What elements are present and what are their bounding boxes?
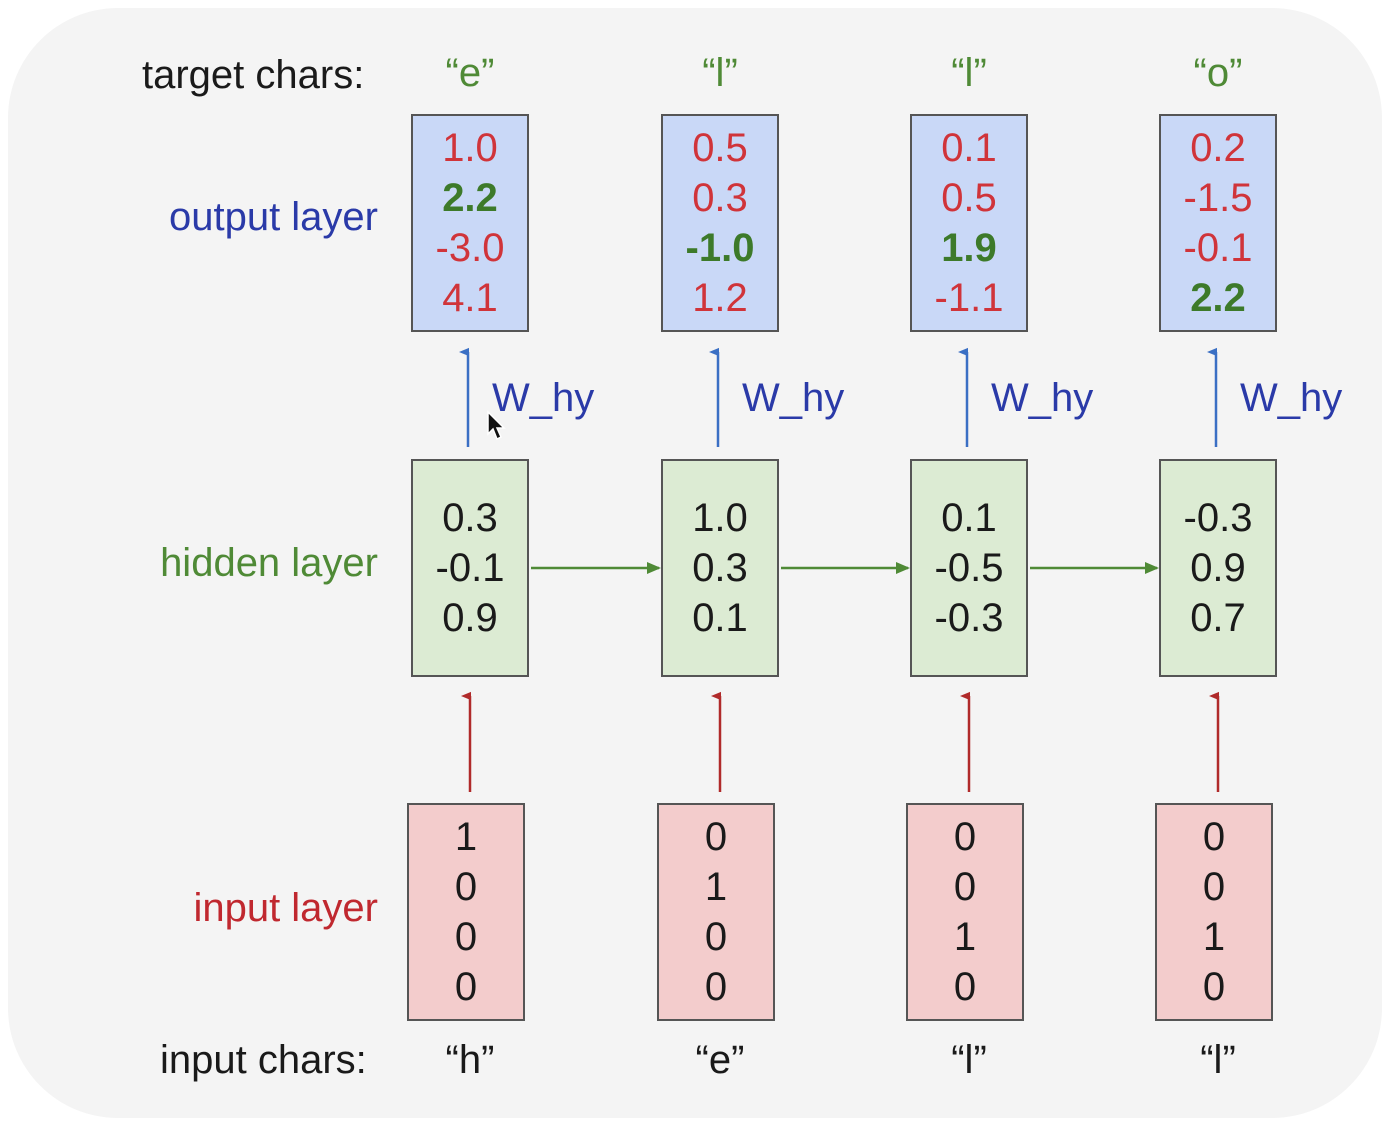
input-value: 0 <box>704 915 728 959</box>
input-value: 0 <box>454 965 478 1009</box>
input-value: 0 <box>704 965 728 1009</box>
weight-label-why: W_hy <box>492 376 595 420</box>
output-value: -0.1 <box>1183 226 1253 270</box>
hidden-value: -0.1 <box>435 546 505 590</box>
hidden-value: -0.3 <box>934 596 1004 640</box>
output-value: 1.9 <box>941 226 997 270</box>
hidden-vector: 0.3 -0.1 0.9 <box>411 459 529 677</box>
input-char: “h” <box>445 1038 495 1082</box>
input-value: 0 <box>704 815 728 859</box>
hidden-value: 0.7 <box>1190 596 1246 640</box>
output-value: -1.5 <box>1183 176 1253 220</box>
weight-label-why: W_hy <box>1240 376 1343 420</box>
output-value: 4.1 <box>442 276 498 320</box>
output-value: 0.3 <box>692 176 748 220</box>
input-value: 0 <box>1202 815 1226 859</box>
input-value: 0 <box>953 815 977 859</box>
target-chars-label: target chars: <box>142 53 365 97</box>
input-value: 1 <box>454 815 478 859</box>
output-value: 0.1 <box>941 126 997 170</box>
output-value: 0.5 <box>692 126 748 170</box>
weight-label-why: W_hy <box>991 376 1094 420</box>
input-chars-label: input chars: <box>160 1038 367 1082</box>
input-value: 0 <box>953 865 977 909</box>
hidden-value: -0.3 <box>1183 496 1253 540</box>
hidden-value: 1.0 <box>692 496 748 540</box>
input-vector: 1 0 0 0 <box>407 803 525 1021</box>
target-char: “l” <box>951 51 987 95</box>
hidden-vector: 0.1 -0.5 -0.3 <box>910 459 1028 677</box>
hidden-vector: 1.0 0.3 0.1 <box>661 459 779 677</box>
input-char: “l” <box>951 1038 987 1082</box>
output-layer-label: output layer <box>168 195 378 239</box>
input-value: 0 <box>454 865 478 909</box>
target-char: “l” <box>702 51 738 95</box>
hidden-value: 0.9 <box>1190 546 1246 590</box>
output-value: 2.2 <box>442 176 498 220</box>
output-vector: 0.2 -1.5 -0.1 2.2 <box>1159 114 1277 332</box>
output-value: 1.2 <box>692 276 748 320</box>
hidden-value: -0.5 <box>934 546 1004 590</box>
output-value: -1.0 <box>685 226 755 270</box>
hidden-value: 0.3 <box>442 496 498 540</box>
target-char: “o” <box>1193 51 1243 95</box>
hidden-layer-label: hidden layer <box>160 541 378 585</box>
hidden-value: 0.1 <box>941 496 997 540</box>
output-value: -1.1 <box>934 276 1004 320</box>
input-value: 0 <box>1202 865 1226 909</box>
input-vector: 0 0 1 0 <box>1155 803 1273 1021</box>
input-char: “e” <box>695 1038 745 1082</box>
target-char: “e” <box>445 51 495 95</box>
input-vector: 0 1 0 0 <box>657 803 775 1021</box>
mouse-cursor-icon <box>487 410 506 441</box>
input-value: 1 <box>953 915 977 959</box>
output-value: 0.5 <box>941 176 997 220</box>
output-vector: 0.1 0.5 1.9 -1.1 <box>910 114 1028 332</box>
output-value: 2.2 <box>1190 276 1246 320</box>
input-value: 1 <box>1202 915 1226 959</box>
input-layer-label: input layer <box>193 886 378 930</box>
output-vector: 0.5 0.3 -1.0 1.2 <box>661 114 779 332</box>
hidden-value: 0.1 <box>692 596 748 640</box>
input-value: 1 <box>704 865 728 909</box>
input-char: “l” <box>1200 1038 1236 1082</box>
output-value: 0.2 <box>1190 126 1246 170</box>
output-vector: 1.0 2.2 -3.0 4.1 <box>411 114 529 332</box>
input-value: 0 <box>1202 965 1226 1009</box>
input-value: 0 <box>454 915 478 959</box>
hidden-vector: -0.3 0.9 0.7 <box>1159 459 1277 677</box>
output-value: -3.0 <box>435 226 505 270</box>
input-value: 0 <box>953 965 977 1009</box>
hidden-value: 0.3 <box>692 546 748 590</box>
output-value: 1.0 <box>442 126 498 170</box>
hidden-value: 0.9 <box>442 596 498 640</box>
input-vector: 0 0 1 0 <box>906 803 1024 1021</box>
weight-label-why: W_hy <box>742 376 845 420</box>
